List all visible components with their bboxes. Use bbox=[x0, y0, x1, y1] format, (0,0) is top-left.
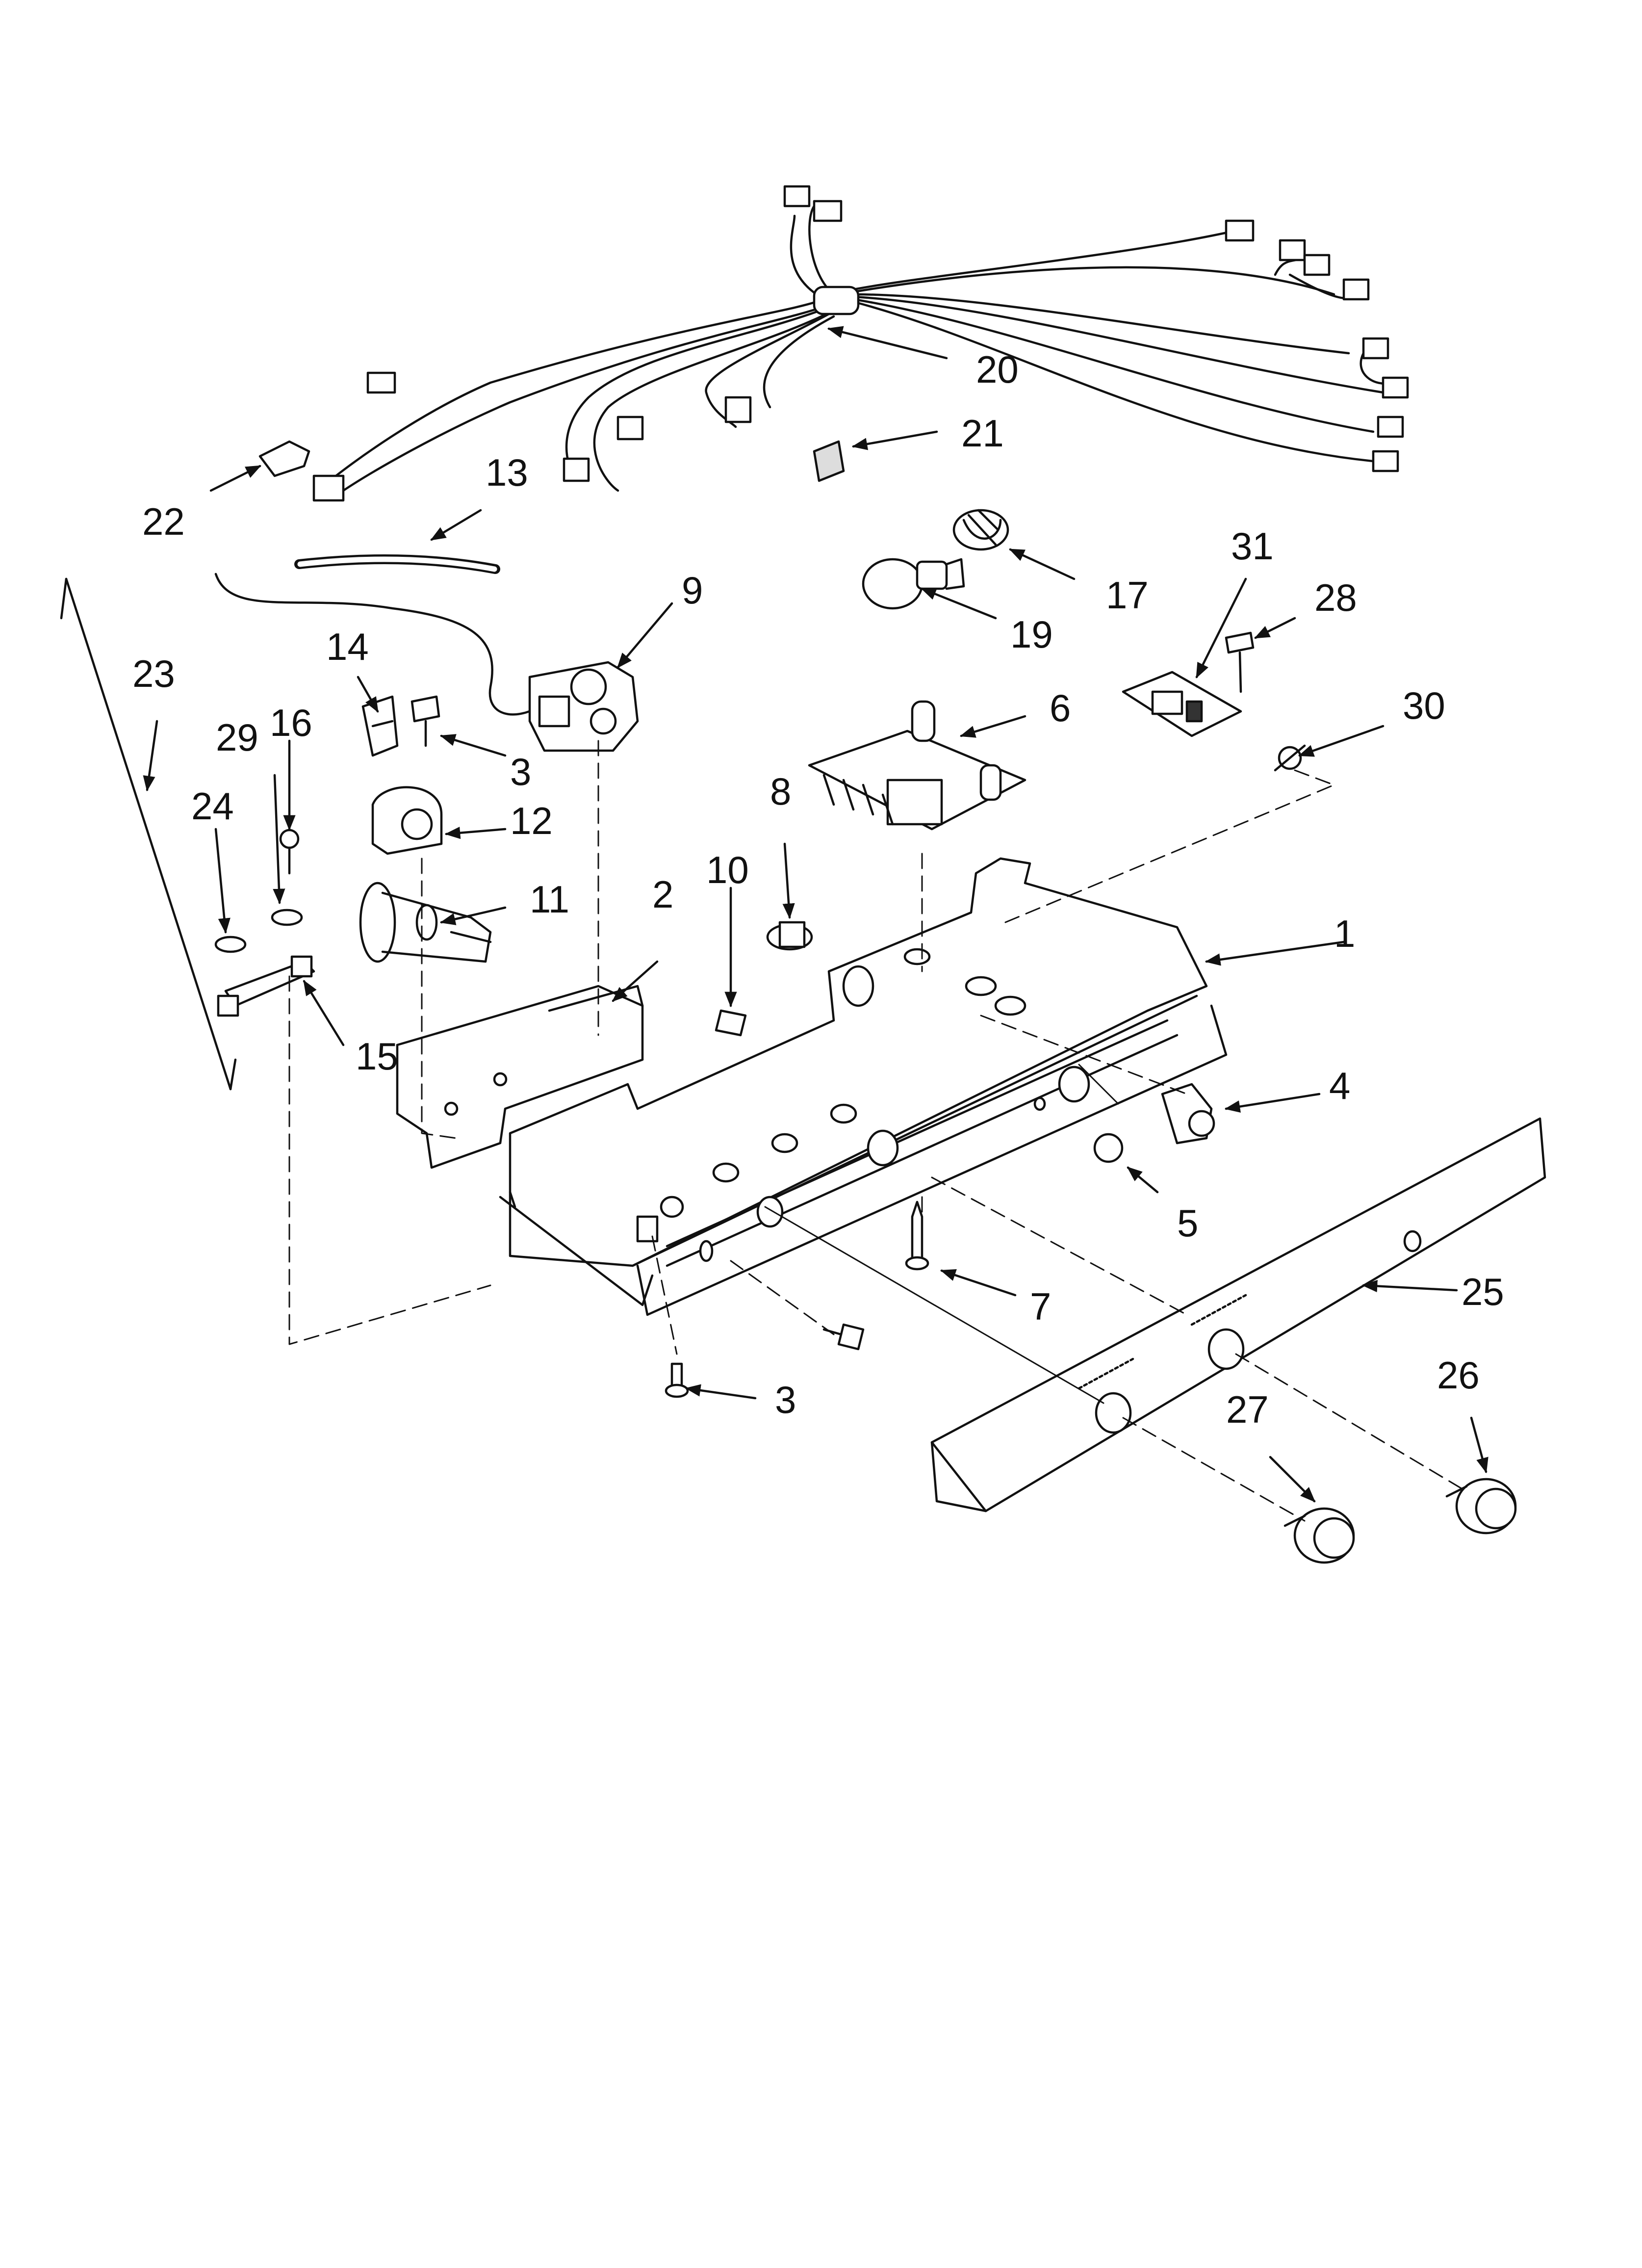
part-24-washer bbox=[214, 936, 247, 953]
part-19-bulb bbox=[862, 558, 965, 610]
label-9: 9 bbox=[682, 569, 703, 612]
label-25: 25 bbox=[1462, 1270, 1504, 1313]
part-5-button bbox=[1093, 1133, 1124, 1163]
label-17: 17 bbox=[1106, 574, 1149, 617]
label-11: 11 bbox=[530, 878, 569, 921]
label-15: 15 bbox=[356, 1035, 398, 1078]
part-12-clamp bbox=[371, 786, 443, 855]
label-12: 12 bbox=[510, 799, 553, 842]
label-27: 27 bbox=[1226, 1388, 1269, 1431]
part-26-knob bbox=[1445, 1478, 1517, 1535]
part-31-board bbox=[1122, 671, 1242, 737]
part-29-washer bbox=[271, 909, 303, 926]
callout-labels: 1 2 3 3 4 5 6 7 8 9 10 11 12 13 14 15 16… bbox=[132, 348, 1504, 1431]
label-6: 6 bbox=[1050, 686, 1071, 730]
part-11-shaft bbox=[359, 882, 492, 963]
label-2: 2 bbox=[652, 873, 673, 916]
label-20: 20 bbox=[976, 348, 1019, 391]
label-3-upper: 3 bbox=[510, 750, 531, 793]
label-10: 10 bbox=[706, 848, 749, 891]
part-30-clip bbox=[1274, 744, 1306, 772]
label-29: 29 bbox=[216, 716, 258, 759]
label-23: 23 bbox=[132, 652, 175, 695]
part-13-tube bbox=[294, 554, 500, 574]
label-30: 30 bbox=[1403, 684, 1445, 727]
label-7: 7 bbox=[1030, 1285, 1051, 1328]
label-4: 4 bbox=[1329, 1064, 1350, 1107]
part-23-rod bbox=[60, 577, 237, 1091]
part-9-switch bbox=[528, 661, 639, 752]
part-3-screw-upper bbox=[410, 695, 440, 747]
part-16-screw bbox=[279, 829, 300, 875]
label-14: 14 bbox=[326, 625, 369, 668]
part-27-knob bbox=[1283, 1507, 1355, 1564]
leader-arrows bbox=[143, 326, 1488, 1503]
label-5: 5 bbox=[1177, 1201, 1198, 1245]
part-10-screw bbox=[715, 1009, 747, 1037]
part-6-board bbox=[808, 700, 1026, 831]
part-15-arm bbox=[217, 955, 315, 1017]
label-13: 13 bbox=[486, 451, 528, 494]
part-3-screw-lower-a bbox=[822, 1323, 865, 1351]
part-17-socket bbox=[952, 509, 1009, 551]
wire-harness bbox=[312, 185, 1409, 502]
label-28: 28 bbox=[1314, 576, 1357, 619]
part-1-housing bbox=[499, 857, 1228, 1316]
label-21: 21 bbox=[961, 412, 1004, 455]
label-26: 26 bbox=[1437, 1354, 1480, 1397]
label-16: 16 bbox=[270, 701, 312, 744]
part-22-clip bbox=[258, 440, 310, 477]
assembly-lines bbox=[288, 740, 1467, 1522]
part-14-bracket bbox=[361, 695, 399, 757]
part-25-panel bbox=[930, 1117, 1546, 1512]
label-8: 8 bbox=[770, 770, 791, 813]
label-31: 31 bbox=[1231, 524, 1274, 568]
label-1: 1 bbox=[1334, 912, 1355, 955]
part-7-screw bbox=[905, 1200, 929, 1271]
part-3-screw-lower-b bbox=[665, 1362, 689, 1398]
label-22: 22 bbox=[142, 500, 185, 543]
label-19: 19 bbox=[1010, 613, 1053, 656]
part-8-grommet bbox=[766, 921, 813, 951]
part-4-switch bbox=[1161, 1083, 1215, 1145]
part-28-screw bbox=[1225, 631, 1255, 693]
part-21-clip bbox=[813, 440, 845, 482]
label-24: 24 bbox=[191, 784, 234, 828]
label-3-lower: 3 bbox=[775, 1378, 796, 1421]
